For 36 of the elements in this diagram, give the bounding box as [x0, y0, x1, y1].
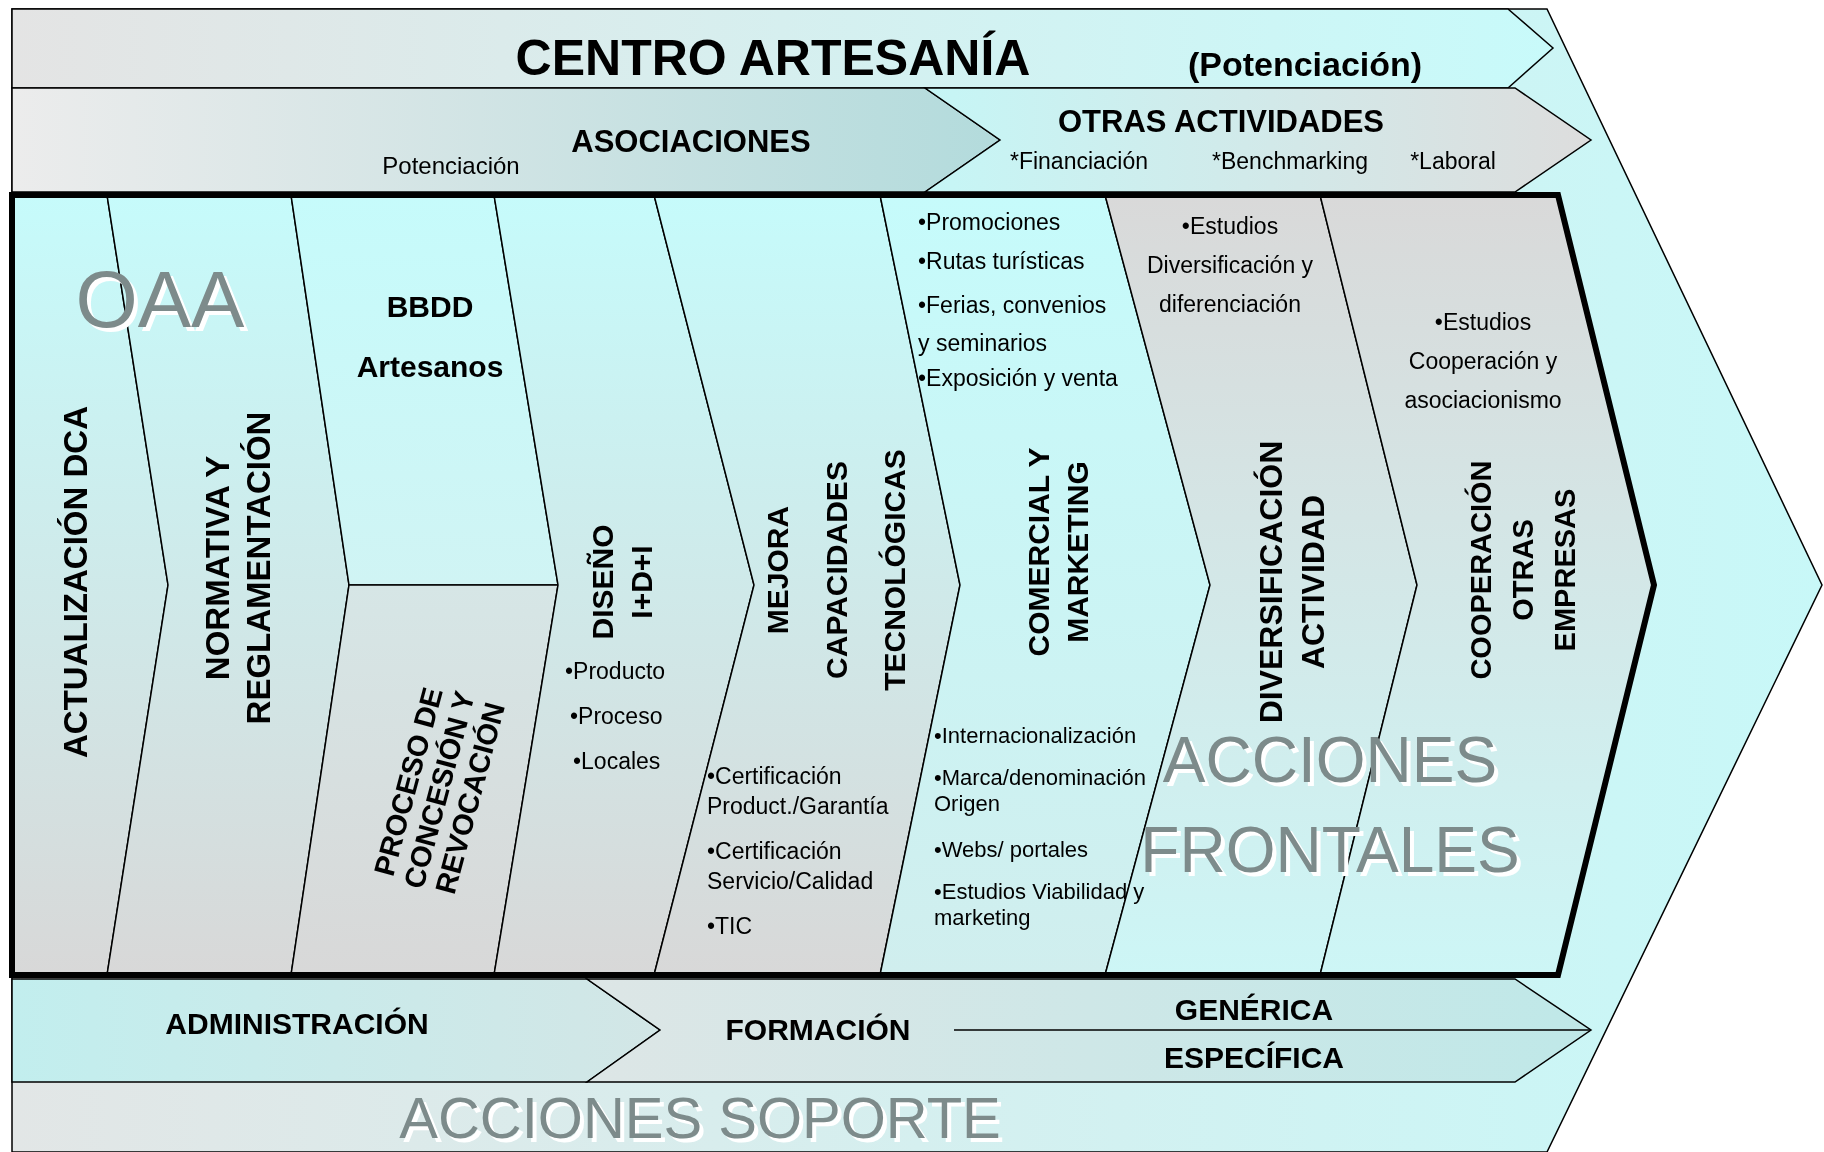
- column-title: NORMATIVA Y REGLAMENTACIÓN: [197, 410, 278, 727]
- column-title: COOPERACIÓN OTRAS EMPRESAS: [1463, 460, 1582, 680]
- bullet-item: •Producto: [565, 658, 667, 686]
- bullet-item: •Internacionalización: [934, 723, 1138, 750]
- bullet-item: •Rutas turísticas: [918, 248, 1086, 276]
- column-title: DISEÑO I+D+I: [585, 523, 659, 642]
- band-title: GENÉRICA: [1174, 992, 1334, 1026]
- bullet-item: •TIC: [707, 912, 754, 941]
- band-title: ADMINISTRACIÓN: [165, 1006, 429, 1040]
- bullet-item: •Ferias, convenios y seminarios: [918, 291, 1108, 358]
- bullet-item: •Webs/ portales: [934, 837, 1090, 864]
- bullet-item: •Exposición y venta: [918, 365, 1119, 393]
- band-title: FORMACIÓN: [725, 1012, 911, 1046]
- band-title: OTRAS ACTIVIDADES: [1057, 104, 1385, 140]
- bullet-item: •Proceso: [570, 703, 664, 731]
- column-title: COMERCIAL Y MARKETING: [1021, 446, 1095, 659]
- bullet-item: •Promociones: [918, 209, 1062, 237]
- column-title: ACTUALIZACIÓN DCA: [56, 406, 96, 758]
- band-title: ASOCIACIONES: [571, 124, 811, 160]
- column-title: DIVERSIFICACIÓN ACTIVIDAD: [1252, 439, 1332, 726]
- bullet-item: •Estudios Cooperación y asociacionismo: [1403, 308, 1563, 416]
- section-heading: ACCIONES SOPORTE: [399, 1089, 1001, 1147]
- band-item: *Financiación: [1009, 149, 1149, 175]
- band-item: *Benchmarking: [1212, 149, 1368, 175]
- band-item: *Laboral: [1410, 149, 1496, 175]
- band-title: ESPECÍFICA: [1164, 1040, 1344, 1074]
- band-note: Potenciación: [382, 152, 520, 180]
- band-subtitle: (Potenciación): [1187, 46, 1423, 84]
- bullet-item: •Estudios Viabilidad y marketing: [934, 879, 1146, 932]
- bullet-item: •Marca/denominación Origen: [934, 765, 1147, 818]
- band-title: CENTRO ARTESANÍA: [515, 30, 1031, 86]
- bullet-item: •Certificación Servicio/Calidad: [707, 837, 875, 896]
- column-title: BBDD Artesanos: [355, 289, 505, 385]
- bullet-item: •Certificación Product./Garantía: [707, 762, 890, 821]
- bullet-item: •Estudios Diversificación y diferenciación: [1145, 212, 1315, 320]
- column-title: MEJORA CAPACIDADES TECNOLÓGICAS: [760, 448, 913, 693]
